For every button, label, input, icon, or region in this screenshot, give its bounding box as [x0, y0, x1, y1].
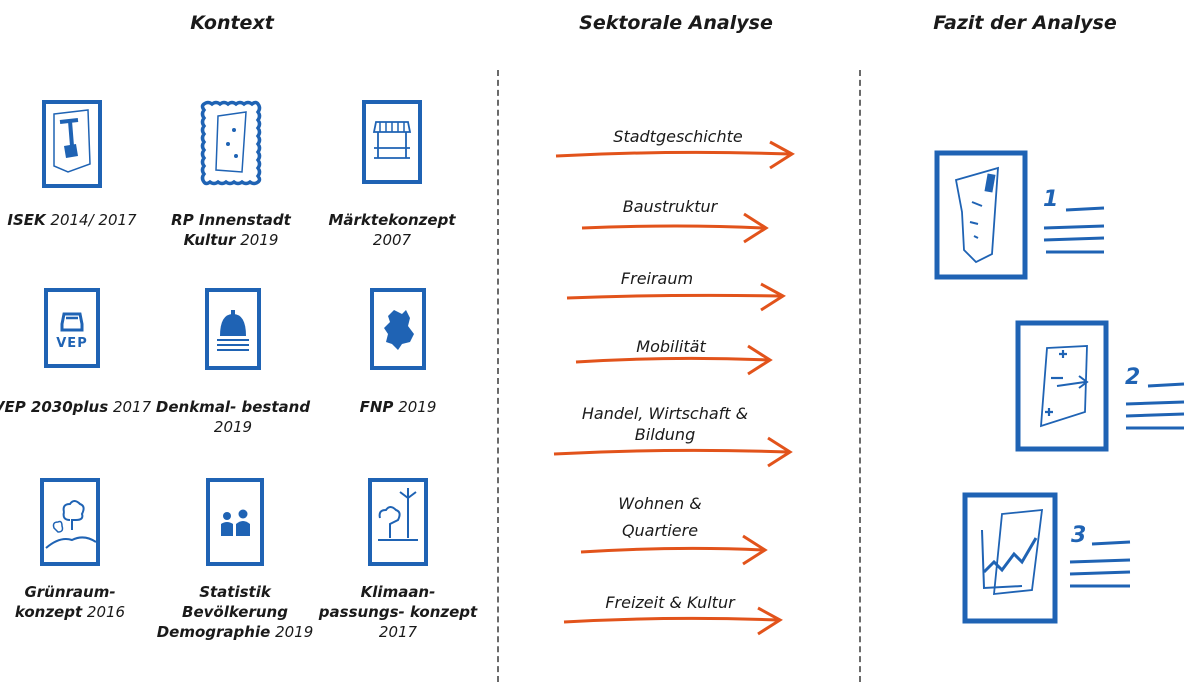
header-kontext: Kontext [190, 12, 274, 34]
doc-label-maerktekonzept: Märktekonzept 2007 [328, 211, 456, 249]
climate-icon [368, 478, 428, 566]
sector-label-mobilitaet: Mobilität [636, 337, 706, 356]
sector-label-freizeit: Freizeit & Kultur [605, 593, 735, 612]
market-stall-icon [362, 100, 422, 184]
doc-label-fnp: FNP 2019 [359, 398, 437, 416]
conclusion-1-lines [1043, 206, 1105, 254]
conclusion-2-number: 2 [1125, 365, 1141, 390]
sector-arrow-baustruktur [581, 212, 769, 244]
sector-arrow-stadtgeschichte [555, 140, 795, 170]
doc-label-statistik: Statistik Bevölkerung Demographie 2019 [156, 583, 314, 641]
divider-left [497, 70, 499, 682]
doc-label-gruenraumkonzept: Grünraum- konzept 2016 [14, 583, 126, 621]
conclusion-2-lines [1125, 382, 1185, 430]
sector-label-handel: Handel, Wirtschaft & Bildung [581, 404, 749, 444]
header-sektorale-analyse: Sektorale Analyse [579, 12, 773, 34]
green-space-icon [40, 478, 100, 566]
doc-label-rp-innenstadt: RP Innenstadt Kultur 2019 [171, 211, 291, 249]
sector-label-freiraum: Freiraum [620, 269, 694, 288]
sector-arrow-wohnen [580, 534, 768, 566]
conclusion-2-plus-icon [1015, 320, 1109, 452]
conclusion-1-map-icon [934, 150, 1028, 280]
sector-arrow-freizeit [563, 606, 783, 636]
plan-icon [42, 100, 102, 188]
conclusion-3-chart-icon [962, 492, 1058, 624]
population-icon [206, 478, 264, 566]
fnp-map-icon [370, 288, 426, 370]
doc-label-vep: VEP 2030plus 2017 [0, 398, 152, 416]
sector-arrow-freiraum [566, 282, 786, 312]
vep-badge-text: VEP [56, 336, 88, 351]
stamp-map-icon [200, 100, 262, 186]
conclusion-3-lines [1069, 540, 1131, 588]
monument-icon [205, 288, 261, 370]
conclusion-1-number: 1 [1043, 187, 1059, 212]
header-fazit: Fazit der Analyse [933, 12, 1117, 34]
sector-label-wohnen: Wohnen & Quartiere [618, 494, 702, 540]
sector-arrow-handel [553, 436, 793, 468]
divider-right [859, 70, 861, 682]
sector-arrow-mobilitaet [575, 344, 773, 376]
sector-label-stadtgeschichte: Stadtgeschichte [613, 127, 743, 146]
doc-label-klimaanpassungskonzept: Klimaan- passungs- konzept 2017 [318, 583, 478, 641]
doc-label-isek: ISEK 2014/ 2017 [7, 211, 137, 229]
conclusion-3-number: 3 [1071, 523, 1087, 548]
sector-label-baustruktur: Baustruktur [622, 197, 718, 216]
vep-car-icon: VEP [44, 288, 100, 368]
doc-label-denkmalbestand: Denkmal- bestand 2019 [155, 398, 311, 436]
